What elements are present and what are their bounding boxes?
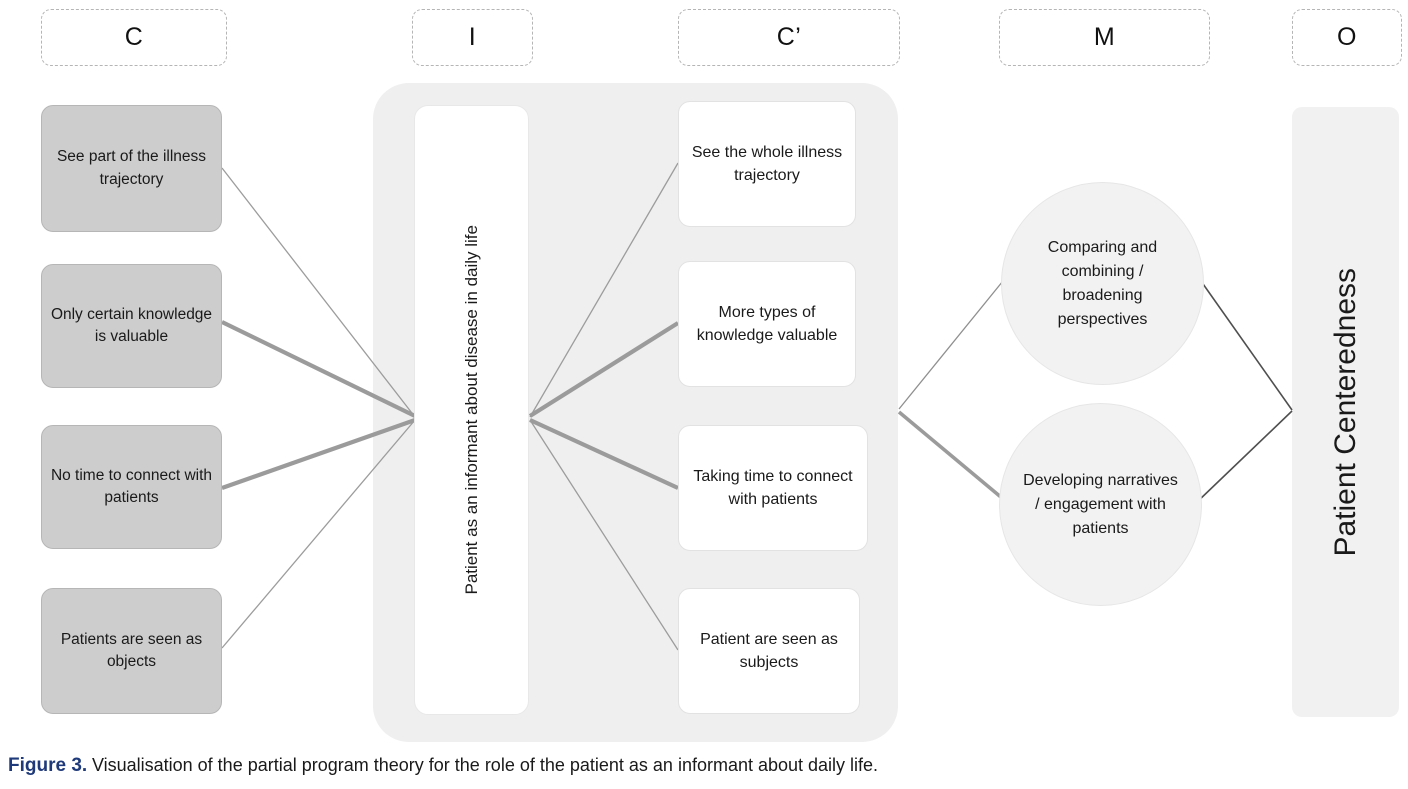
mechanism-circle-m2-label: Developing narratives / engagement with … (1023, 471, 1178, 537)
line-cp-to-m2 (897, 410, 1010, 505)
mechanism-circle-m1[interactable]: Comparing and combining / broadening per… (1001, 182, 1204, 385)
context-box-c2[interactable]: Only certain knowledge is valuable (41, 264, 222, 388)
context-prime-box-p4-label: Patient are seen as subjects (700, 630, 838, 671)
context-prime-box-p3-label: Taking time to connect with patients (693, 467, 853, 508)
line-m1-to-o (1195, 273, 1293, 411)
column-header-m-label: M (1093, 23, 1116, 51)
context-box-c1[interactable]: See part of the illness trajectory (41, 105, 222, 232)
column-header-c-prime: C’ (678, 9, 900, 66)
context-box-c3[interactable]: No time to connect with patients (41, 425, 222, 549)
column-header-c: C (41, 9, 227, 66)
column-header-i-label: I (468, 23, 477, 51)
context-box-c3-label: No time to connect with patients (50, 466, 213, 506)
context-prime-box-p2-label: More types of knowledge valuable (696, 303, 838, 344)
mechanism-circle-m2[interactable]: Developing narratives / engagement with … (999, 403, 1202, 606)
column-header-o-label: O (1337, 23, 1357, 51)
intervention-box[interactable]: Patient as an informant about disease in… (414, 105, 529, 715)
figure-caption-text: Visualisation of the partial program the… (91, 755, 879, 775)
figure-caption: Figure 3. Visualisation of the partial p… (8, 755, 1400, 777)
column-header-m: M (999, 9, 1210, 66)
column-header-i: I (412, 9, 533, 66)
line-cp-to-m1 (898, 275, 1008, 410)
context-prime-box-p2[interactable]: More types of knowledge valuable (678, 261, 856, 387)
context-box-c4[interactable]: Patients are seen as objects (41, 588, 222, 714)
outcome-label: Patient Centeredness (1328, 267, 1362, 557)
outcome-box[interactable]: Patient Centeredness (1292, 107, 1399, 717)
line-m2-to-o (1195, 410, 1293, 504)
column-header-o: O (1292, 9, 1402, 66)
column-header-c-label: C (124, 23, 144, 51)
context-prime-box-p3[interactable]: Taking time to connect with patients (678, 425, 868, 551)
context-prime-box-p1[interactable]: See the whole illness trajectory (678, 101, 856, 227)
context-box-c4-label: Patients are seen as objects (60, 630, 203, 670)
context-box-c2-label: Only certain knowledge is valuable (50, 305, 213, 345)
outcome-backdrop-panel (1292, 107, 1399, 717)
mechanism-circle-m1-label: Comparing and combining / broadening per… (1047, 238, 1158, 328)
context-box-c1-label: See part of the illness trajectory (56, 148, 207, 188)
context-prime-box-p4[interactable]: Patient are seen as subjects (678, 588, 860, 714)
context-prime-box-p1-label: See the whole illness trajectory (691, 143, 843, 184)
intervention-label: Patient as an informant about disease in… (461, 225, 481, 595)
column-header-c-prime-label: C’ (776, 23, 802, 51)
figure-label: Figure 3. (8, 755, 88, 776)
